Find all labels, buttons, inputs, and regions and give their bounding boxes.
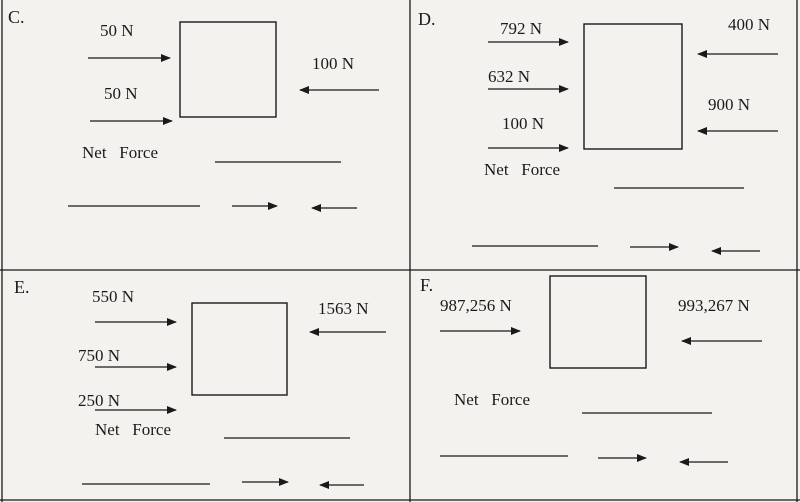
net-force-label: Net Force: [484, 160, 561, 179]
force-value: 100 N: [312, 54, 355, 73]
force-value: 750 N: [78, 346, 121, 365]
net-force-label: Net Force: [454, 390, 531, 409]
object-box: [191, 302, 288, 396]
problem-label-f: F.: [420, 275, 434, 295]
force-value: 993,267 N: [678, 296, 750, 315]
force-value: 400 N: [728, 15, 771, 34]
panel-e-diagram: [82, 302, 386, 489]
force-value: 250 N: [78, 391, 121, 410]
force-value: 550 N: [92, 287, 135, 306]
force-value: 50 N: [104, 84, 138, 103]
force-value: 987,256 N: [440, 296, 512, 315]
object-box: [179, 21, 277, 118]
problem-label-d: D.: [418, 9, 436, 29]
force-value: 50 N: [100, 21, 134, 40]
panel-d-diagram: [472, 23, 778, 255]
problem-label-e: E.: [14, 277, 30, 297]
force-value: 632 N: [488, 67, 531, 86]
panel-c-diagram: [68, 21, 379, 212]
problem-label-c: C.: [8, 7, 25, 27]
force-value: 100 N: [502, 114, 545, 133]
net-force-label: Net Force: [82, 143, 159, 162]
net-force-label: Net Force: [95, 420, 172, 439]
force-value: 792 N: [500, 19, 543, 38]
object-box: [583, 23, 683, 150]
force-value: 900 N: [708, 95, 751, 114]
force-value: 1563 N: [318, 299, 369, 318]
panel-f-diagram: [440, 275, 762, 466]
object-box: [549, 275, 647, 369]
